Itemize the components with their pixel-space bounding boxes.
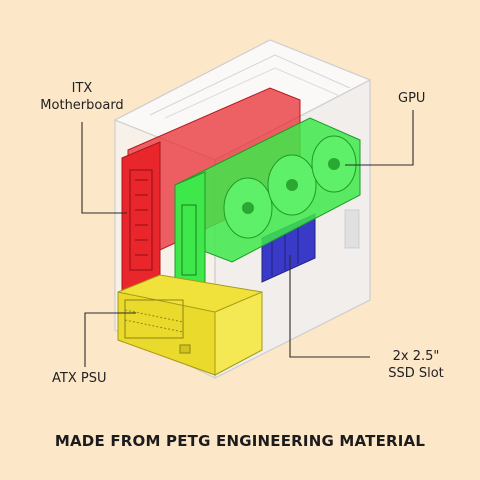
motherboard-leader: [81, 122, 127, 214]
ssd-slot-label: 2x 2.5" SSD Slot: [388, 349, 444, 381]
psu-label: ATX PSU: [52, 371, 107, 386]
gpu-shape: [174, 117, 361, 299]
ssd-leader: [289, 255, 370, 358]
gpu-leader: [345, 110, 414, 166]
leader-lines: [81, 110, 414, 367]
psu-leader: [84, 312, 136, 367]
psu-shape: [117, 274, 263, 376]
gpu-label: GPU: [398, 91, 426, 106]
footer-caption: MADE FROM PETG ENGINEERING MATERIAL: [54, 432, 426, 450]
motherboard-label: ITX Motherboard: [40, 81, 124, 113]
